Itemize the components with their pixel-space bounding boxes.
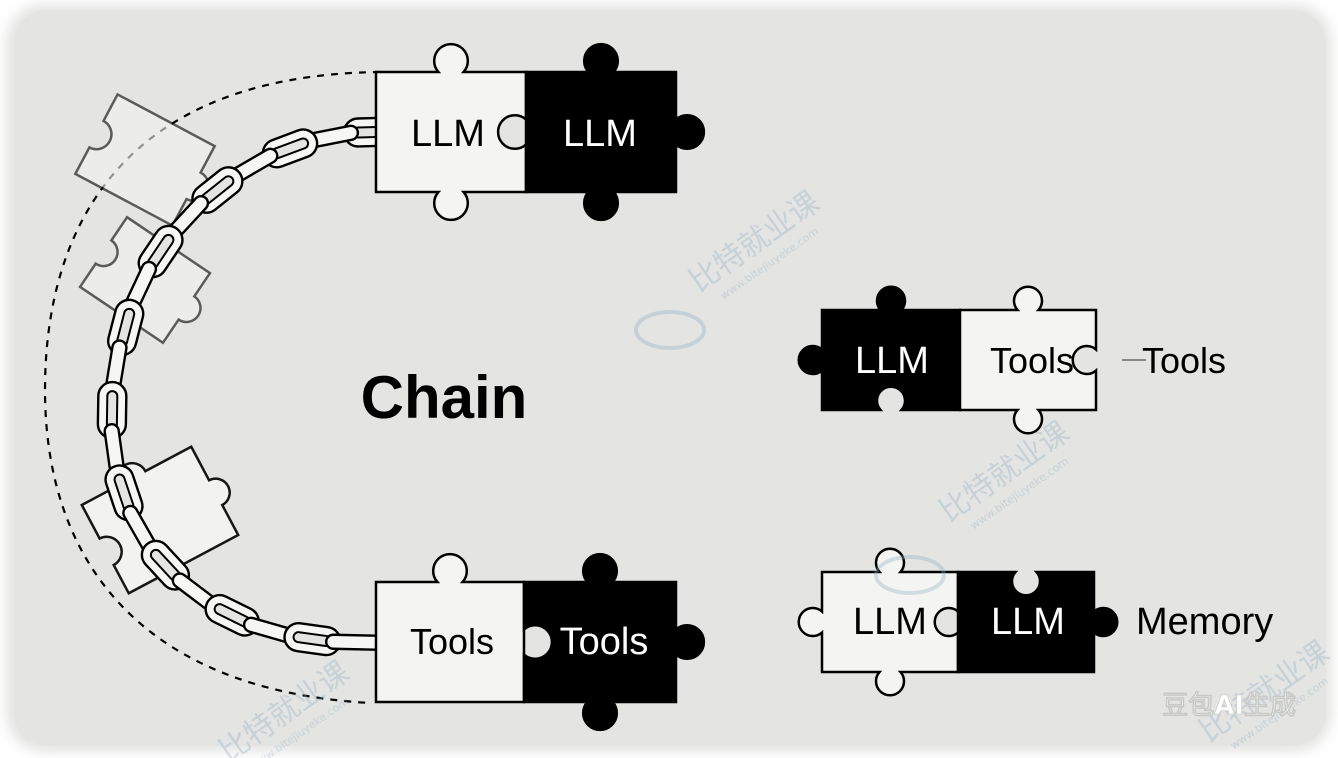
puzzle-pair-middle: LLM Tools Tools [797,285,1226,435]
puzzle-pair-top: LLM LLM [374,42,706,222]
puzzle-piece-llm-black-lower [956,570,1119,674]
puzzle-label-top-right: LLM [563,113,637,155]
puzzle-label-middle-right: Tools [990,340,1074,381]
watermark-logo-1 [634,310,706,350]
dashed-arc [43,70,381,705]
puzzle-label-middle-left: LLM [855,340,929,382]
watermark-logo-2 [874,555,946,595]
puzzle-pair-lower: LLM LLM Memory [797,547,1273,697]
brand-watermark: 豆包AI生成 [1162,690,1296,721]
puzzle-label-top-left: LLM [411,113,485,155]
background-panel [14,10,1326,746]
puzzle-piece-tools-white-bottom [374,552,526,704]
caption-lower: Memory [1136,601,1273,643]
puzzle-piece-llm-white-top [374,42,528,222]
puzzle-piece-tools-black-bottom [522,552,706,732]
puzzle-piece-tools-white-middle [958,285,1098,435]
caption-middle: Tools [1142,340,1226,381]
chain-links [96,116,402,657]
chain-link [325,633,384,651]
puzzle-label-lower-left: LLM [853,601,927,643]
chain-title: Chain [361,364,528,431]
puzzle-pair-bottom: Tools Tools [374,552,706,732]
puzzle-label-lower-right: LLM [991,601,1065,643]
puzzle-piece-llm-black-top [524,42,706,222]
puzzle-label-bottom-right: Tools [560,621,649,663]
puzzle-label-bottom-left: Tools [410,621,494,662]
